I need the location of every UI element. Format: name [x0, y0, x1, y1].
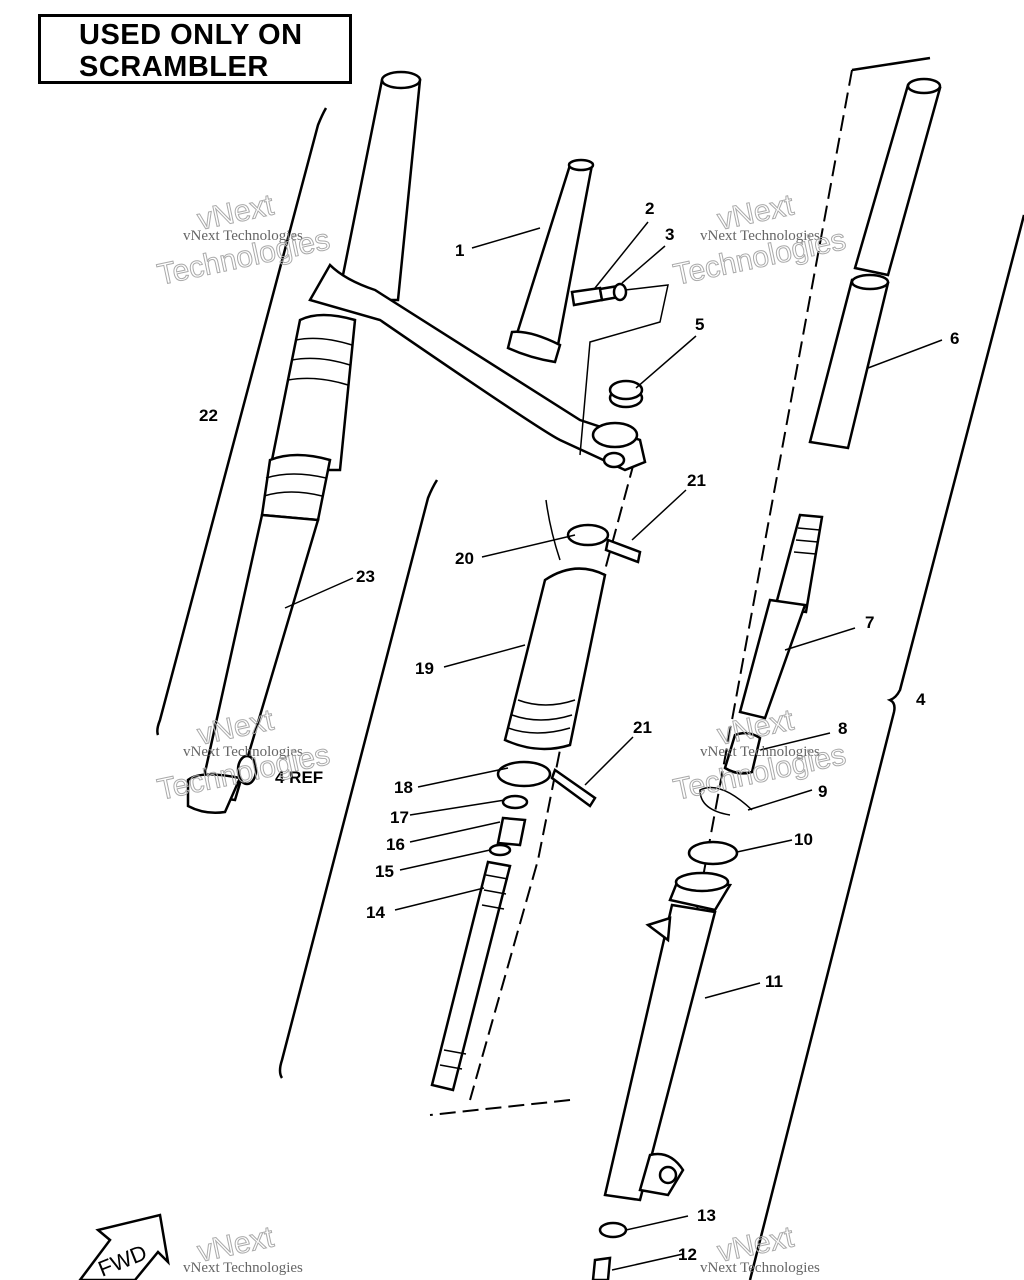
label-18: 18	[394, 778, 413, 797]
watermark-top-right: vNext Technologies vNext Technologies	[670, 188, 849, 292]
svg-text:vNext Technologies: vNext Technologies	[183, 228, 303, 244]
label-21-upper: 21	[687, 471, 706, 490]
bracket-4-top	[851, 56, 931, 72]
label-11: 11	[765, 972, 783, 991]
lower-leg-11	[603, 871, 733, 1202]
callout-labels: 1 2 3 5 6 7 8 9 10 11 12 13 14 15 16 17 …	[95, 199, 960, 1280]
bracket-14-20	[278, 479, 439, 1079]
label-22: 22	[199, 406, 218, 425]
label-12: 12	[678, 1245, 697, 1264]
fork-leg-assembly	[186, 70, 647, 814]
svg-text:vNext Technologies: vNext Technologies	[183, 744, 303, 760]
label-4-ref: 4 REF	[275, 768, 323, 787]
bracket-3	[579, 284, 669, 456]
centerline-bottom	[429, 1099, 571, 1116]
svg-text:vNext Technologies: vNext Technologies	[700, 228, 820, 244]
label-16: 16	[386, 835, 405, 854]
label-19: 19	[415, 659, 434, 678]
fork-tube-6	[808, 77, 942, 450]
bolt-2	[570, 284, 621, 307]
watermark-bottom-left: vNext Technologies vNext	[183, 1220, 303, 1276]
svg-text:vNext Technologies: vNext Technologies	[700, 1260, 820, 1276]
label-13: 13	[697, 1206, 716, 1225]
label-8: 8	[838, 719, 847, 738]
washer-15	[488, 843, 512, 857]
label-6: 6	[950, 329, 959, 348]
watermark-top-left: vNext Technologies vNext Technologies	[154, 188, 333, 292]
label-15: 15	[375, 862, 394, 881]
cap-5	[608, 379, 644, 409]
label-17: 17	[390, 808, 409, 827]
steering-stem	[506, 158, 595, 364]
title-line-2: SCRAMBLER	[79, 51, 269, 83]
label-1: 1	[455, 241, 464, 260]
screw-21-upper	[604, 538, 642, 564]
title-box: USED ONLY ON SCRAMBLER	[38, 14, 352, 84]
watermark-bottom-right: vNext Technologies vNext	[700, 1220, 820, 1276]
washer-3	[612, 282, 628, 302]
leader-lines	[284, 221, 943, 1271]
label-9: 9	[818, 782, 827, 801]
label-23: 23	[356, 567, 375, 586]
rod-14	[430, 860, 512, 1092]
fwd-arrow	[78, 1213, 170, 1280]
spacer-16	[496, 816, 527, 847]
title-line-1: USED ONLY ON	[79, 19, 303, 51]
seal-10	[687, 840, 739, 866]
clamp-bracket	[591, 421, 639, 469]
label-10: 10	[794, 830, 813, 849]
bracket-4	[748, 214, 1024, 1280]
damper-rod-7	[738, 513, 824, 720]
svg-text:vNext Technologies: vNext Technologies	[183, 1260, 303, 1276]
washer-17	[501, 794, 529, 810]
bolt-12	[591, 1256, 612, 1280]
washer-13	[598, 1221, 628, 1239]
svg-text:vNext Technologies: vNext Technologies	[700, 744, 820, 760]
watermark-mid-left: vNext Technologies vNext Technologies	[154, 703, 333, 807]
label-7: 7	[865, 613, 874, 632]
circlip-9	[699, 786, 753, 816]
gaiter-19	[503, 499, 607, 751]
piece-8	[723, 731, 762, 775]
label-21-lower: 21	[633, 718, 652, 737]
label-2: 2	[645, 199, 654, 218]
label-3: 3	[665, 225, 674, 244]
label-5: 5	[695, 315, 704, 334]
clip-20	[566, 523, 610, 547]
label-14: 14	[366, 903, 385, 922]
bracket-22	[156, 107, 328, 736]
label-4: 4	[916, 690, 926, 709]
clip-18	[496, 760, 552, 788]
screw-21-lower	[550, 768, 597, 808]
label-20: 20	[455, 549, 474, 568]
